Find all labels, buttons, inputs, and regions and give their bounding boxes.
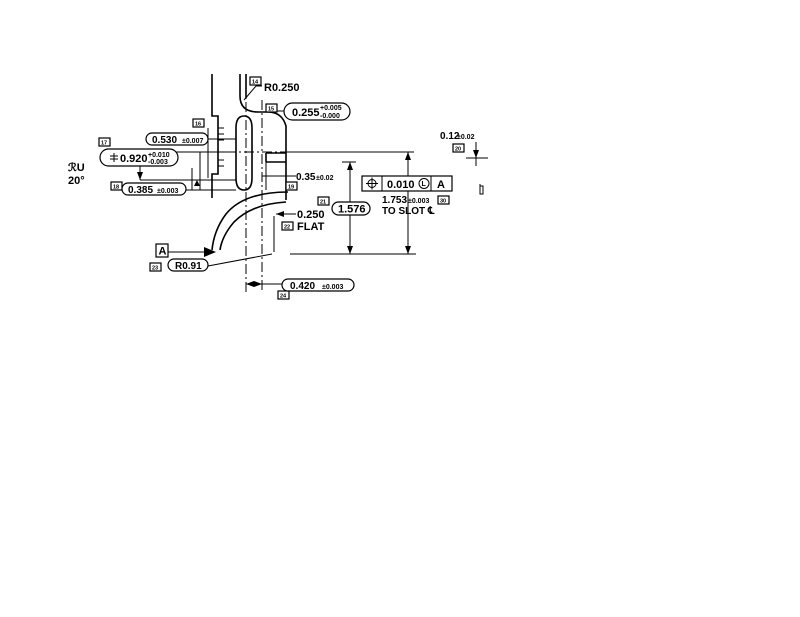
svg-text:A: A <box>437 179 445 191</box>
dim-0255-capsule: 0.255 +0.005 -0.000 <box>283 102 351 121</box>
svg-text:14: 14 <box>252 80 259 86</box>
edge-mark <box>479 185 484 195</box>
svg-text:0.385: 0.385 <box>128 185 153 196</box>
dim-r0250: R0.250 <box>264 82 299 94</box>
svg-text:+0.005: +0.005 <box>320 105 342 112</box>
svg-text:-0.000: -0.000 <box>320 113 340 120</box>
svg-text:±0.003: ±0.003 <box>408 198 429 205</box>
svg-text:0.530: 0.530 <box>152 135 177 146</box>
dim-0420-capsule: 0.420 ±0.003 <box>281 278 355 292</box>
svg-text:0.255: 0.255 <box>292 107 320 119</box>
balloon-21: 21 <box>317 196 330 206</box>
svg-text:21: 21 <box>320 200 326 206</box>
svg-text:1.576: 1.576 <box>338 204 366 216</box>
svg-text:±0.02: ±0.02 <box>316 175 334 182</box>
balloon-17: 17 <box>98 137 111 147</box>
cropped-text-top: ℛU <box>68 162 85 174</box>
svg-text:FLAT: FLAT <box>297 221 325 233</box>
svg-text:TO SLOT ℄: TO SLOT ℄ <box>382 206 435 217</box>
svg-text:22: 22 <box>284 225 290 231</box>
dim-0530-capsule: 0.530 ±0.007 <box>145 132 209 146</box>
svg-text:0.12: 0.12 <box>440 131 460 142</box>
dim-r091-capsule: R0.91 <box>167 258 209 272</box>
balloon-24: 24 <box>277 290 290 300</box>
svg-text:24: 24 <box>280 294 287 300</box>
svg-text:0.250: 0.250 <box>297 209 325 221</box>
part-outline <box>211 74 289 252</box>
balloon-30: 30 <box>437 195 450 205</box>
feature-control-frame: 0.010 L A <box>361 175 453 192</box>
svg-text:23: 23 <box>152 266 158 272</box>
dim-0920-capsule: 0.920 +0.010 -0.003 <box>99 148 179 167</box>
dim-035: 0.35 ±0.02 <box>296 172 334 183</box>
svg-text:18: 18 <box>113 185 119 191</box>
dim-0250-flat: 0.250 FLAT <box>297 209 325 233</box>
balloon-22: 22 <box>281 221 294 231</box>
arrowheads <box>137 150 479 287</box>
balloon-19: 19 <box>285 181 298 191</box>
svg-text:±0.02: ±0.02 <box>457 134 475 141</box>
svg-text:±0.007: ±0.007 <box>182 138 203 145</box>
svg-text:20: 20 <box>455 147 461 153</box>
svg-text:R0.91: R0.91 <box>175 261 202 272</box>
svg-text:A: A <box>159 246 167 258</box>
svg-text:-0.003: -0.003 <box>148 159 168 166</box>
balloon-23: 23 <box>149 262 162 272</box>
svg-text:16: 16 <box>195 122 201 128</box>
svg-text:0.010: 0.010 <box>387 179 415 191</box>
svg-text:0.35: 0.35 <box>296 172 316 183</box>
center-lines <box>226 84 300 292</box>
dim-012: 0.12 ±0.02 <box>440 131 475 142</box>
balloon-15: 15 <box>265 103 278 113</box>
dim-0385-capsule: 0.385 ±0.003 <box>121 182 187 196</box>
balloon-18: 18 <box>110 181 123 191</box>
svg-text:17: 17 <box>101 141 107 147</box>
svg-text:L: L <box>422 181 427 188</box>
svg-text:±0.003: ±0.003 <box>157 188 178 195</box>
dim-1753: 1.753 ±0.003 TO SLOT ℄ <box>382 195 435 217</box>
datum-a-tag: A <box>155 243 169 258</box>
svg-text:19: 19 <box>288 185 294 191</box>
balloon-14: 14 <box>249 76 262 86</box>
dim-1576-capsule: 1.576 <box>331 201 371 216</box>
svg-text:0.420: 0.420 <box>290 281 315 292</box>
balloon-20: 20 <box>452 143 465 153</box>
balloon-16: 16 <box>192 118 205 128</box>
svg-text:+0.010: +0.010 <box>148 152 170 159</box>
svg-text:15: 15 <box>268 107 274 113</box>
svg-text:30: 30 <box>440 199 446 205</box>
cropped-text-bottom: 20° <box>68 175 85 187</box>
svg-text:1.753: 1.753 <box>382 195 407 206</box>
svg-text:±0.003: ±0.003 <box>322 284 343 291</box>
svg-text:0.920: 0.920 <box>120 153 148 165</box>
